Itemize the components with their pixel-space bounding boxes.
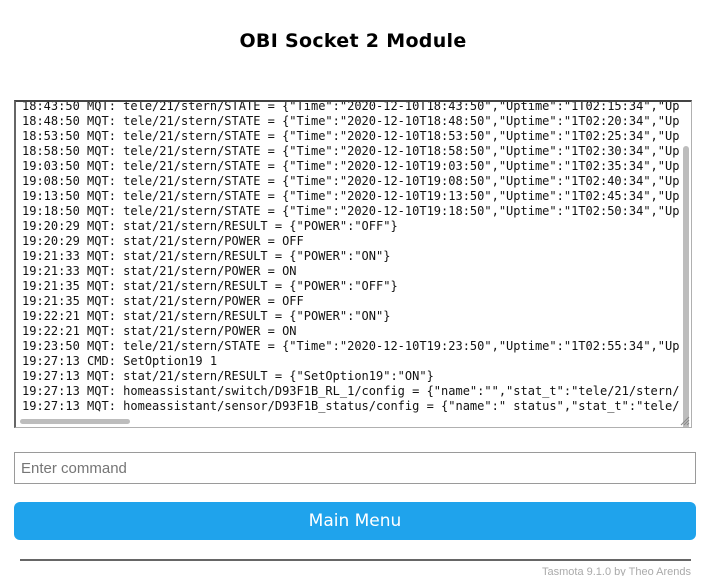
console-line: 19:22:21 MQT: stat/21/stern/RESULT = {"P… — [22, 309, 391, 323]
console-vertical-scrollbar[interactable] — [683, 146, 689, 427]
console-line: 19:20:29 MQT: stat/21/stern/POWER = OFF — [22, 234, 304, 248]
console-line: 19:08:50 MQT: tele/21/stern/STATE = {"Ti… — [22, 174, 680, 188]
command-input[interactable] — [14, 452, 696, 484]
page-title: OBI Socket 2 Module — [239, 30, 467, 52]
console-line: 19:23:50 MQT: tele/21/stern/STATE = {"Ti… — [22, 339, 680, 353]
console-line: 19:27:13 MQT: stat/21/stern/RESULT = {"S… — [22, 369, 434, 383]
console-line: 19:22:21 MQT: stat/21/stern/POWER = ON — [22, 324, 297, 338]
console-line: 19:21:35 MQT: stat/21/stern/POWER = OFF — [22, 294, 304, 308]
console-log[interactable]: 18:43:50 MQT: tele/21/stern/STATE = {"Ti… — [14, 100, 692, 428]
main-menu-button[interactable]: Main Menu — [14, 502, 696, 540]
console-line: 19:21:33 MQT: stat/21/stern/POWER = ON — [22, 264, 297, 278]
console-line: 18:48:50 MQT: tele/21/stern/STATE = {"Ti… — [22, 114, 680, 128]
console-lines: 18:43:50 MQT: tele/21/stern/STATE = {"Ti… — [22, 100, 682, 414]
console-horizontal-scrollbar[interactable] — [20, 419, 130, 424]
console-line: 19:27:13 MQT: homeassistant/sensor/D93F1… — [22, 399, 680, 413]
console-line: 18:53:50 MQT: tele/21/stern/STATE = {"Ti… — [22, 129, 680, 143]
console-line: 19:21:35 MQT: stat/21/stern/RESULT = {"P… — [22, 279, 398, 293]
console-line: 19:18:50 MQT: tele/21/stern/STATE = {"Ti… — [22, 204, 680, 218]
console-line: 19:20:29 MQT: stat/21/stern/RESULT = {"P… — [22, 219, 398, 233]
footer-credit: Tasmota 9.1.0 by Theo Arends — [542, 566, 691, 576]
console-line: 18:58:50 MQT: tele/21/stern/STATE = {"Ti… — [22, 144, 680, 158]
console-line: 19:03:50 MQT: tele/21/stern/STATE = {"Ti… — [22, 159, 680, 173]
console-line: 19:13:50 MQT: tele/21/stern/STATE = {"Ti… — [22, 189, 680, 203]
console-line: 18:43:50 MQT: tele/21/stern/STATE = {"Ti… — [22, 100, 680, 113]
footer-divider — [20, 559, 691, 561]
resize-grip-icon[interactable] — [679, 415, 690, 426]
console-line: 19:21:33 MQT: stat/21/stern/RESULT = {"P… — [22, 249, 391, 263]
console-line: 19:27:13 MQT: homeassistant/switch/D93F1… — [22, 384, 680, 398]
console-line: 19:27:13 CMD: SetOption19 1 — [22, 354, 218, 368]
